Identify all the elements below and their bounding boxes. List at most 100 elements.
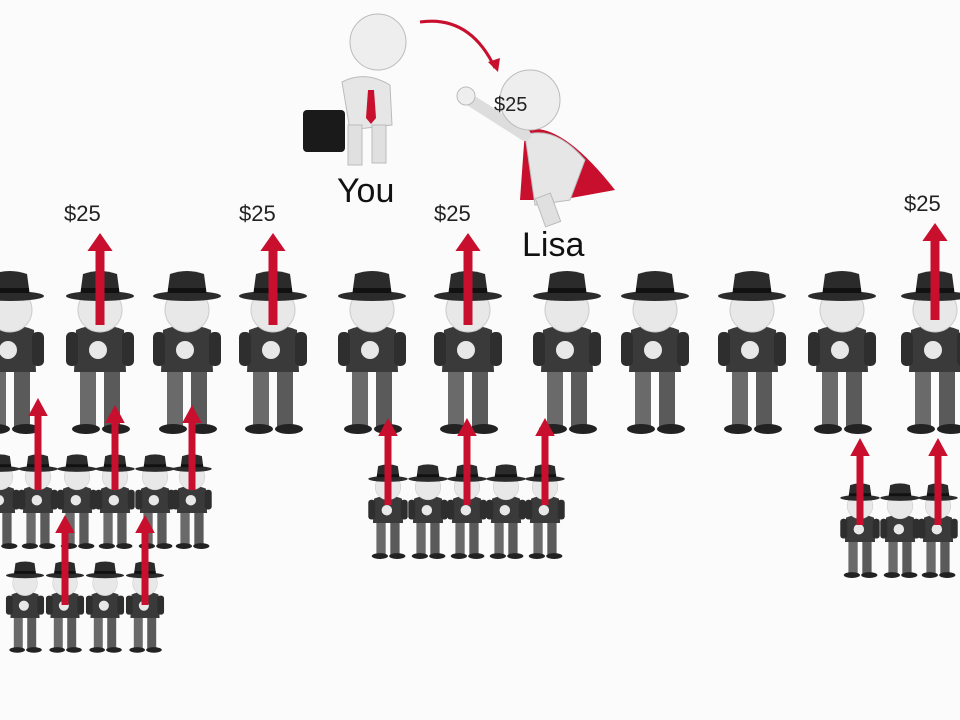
arm	[18, 489, 26, 510]
leg	[103, 510, 113, 545]
arm	[557, 499, 565, 520]
shoe	[657, 424, 685, 434]
leg	[846, 367, 862, 427]
hat-band	[94, 570, 116, 574]
leg	[376, 367, 392, 427]
arm	[122, 332, 134, 366]
hat-band	[143, 464, 167, 468]
red-arrow-shaft	[61, 529, 69, 605]
you-figure	[303, 13, 407, 166]
gangster-figure	[135, 454, 175, 549]
shoe	[939, 572, 956, 578]
arm	[957, 332, 960, 366]
shoe	[450, 553, 467, 559]
red-arrow-shaft	[934, 452, 942, 525]
red-arrow-head	[260, 233, 286, 251]
gangster-figure	[840, 483, 880, 578]
arm	[589, 332, 601, 366]
arm	[479, 499, 487, 520]
arm	[901, 332, 913, 366]
payment-amount: $25	[904, 191, 941, 216]
hands	[421, 505, 433, 516]
shoe	[146, 647, 162, 653]
arm	[5, 595, 13, 615]
leg	[80, 367, 96, 427]
hands	[556, 341, 574, 359]
arm	[50, 489, 58, 510]
arm	[85, 595, 93, 615]
shoe	[883, 572, 900, 578]
leg	[117, 510, 127, 545]
red-arrow-head	[135, 515, 155, 533]
arm	[157, 595, 165, 615]
shoe	[546, 553, 563, 559]
hat-band	[65, 464, 89, 468]
red-arrow-head	[87, 233, 113, 251]
red-arrow-head	[378, 418, 398, 436]
arm	[880, 518, 888, 539]
hands	[98, 600, 109, 611]
hands	[741, 341, 759, 359]
shoe	[189, 424, 217, 434]
hands	[361, 341, 379, 359]
shoe	[21, 543, 38, 549]
arm	[718, 332, 730, 366]
hat-band	[494, 474, 518, 478]
hands	[0, 341, 17, 359]
leg	[27, 615, 37, 649]
shoe	[470, 424, 498, 434]
red-arrow-head	[922, 223, 948, 241]
red-arrow-head	[928, 438, 948, 456]
gangster-figure	[533, 271, 601, 434]
leg	[659, 367, 675, 427]
arm	[89, 489, 97, 510]
arm	[239, 332, 251, 366]
arm	[135, 489, 143, 510]
leg	[376, 520, 386, 555]
curved-arrow	[419, 19, 497, 69]
leg	[67, 615, 77, 649]
arm	[12, 489, 20, 510]
shoe	[9, 647, 25, 653]
shoe	[921, 572, 938, 578]
hat-band	[0, 288, 29, 293]
hands	[893, 524, 905, 535]
gangster-figure	[880, 483, 920, 578]
hands	[460, 505, 472, 516]
gangster-figure	[434, 271, 502, 434]
leg	[40, 510, 50, 545]
leg	[0, 367, 6, 427]
arm	[209, 332, 221, 366]
lisa-label: Lisa	[522, 226, 585, 264]
arm	[338, 332, 350, 366]
hat-band	[14, 570, 36, 574]
hands	[18, 600, 29, 611]
arm	[525, 499, 533, 520]
shoe	[72, 424, 100, 434]
arm	[621, 332, 633, 366]
hands	[89, 341, 107, 359]
shoe	[193, 543, 210, 549]
shoe	[489, 553, 506, 559]
payment-amount: $25	[64, 201, 101, 226]
arm	[32, 332, 44, 366]
leg	[2, 510, 12, 545]
red-arrow-shaft	[463, 247, 473, 325]
leg	[13, 615, 23, 649]
red-arrow-shaft	[463, 432, 471, 505]
shoe	[116, 543, 133, 549]
leg	[93, 615, 103, 649]
leg	[107, 615, 117, 649]
arm	[490, 332, 502, 366]
gangster-figure	[85, 561, 125, 653]
red-arrow-shaft	[541, 432, 549, 505]
leg	[862, 539, 872, 574]
gangster-figure	[408, 464, 448, 559]
raised-arm	[464, 94, 531, 141]
arm	[447, 499, 455, 520]
arm	[127, 489, 135, 510]
arm	[440, 499, 448, 520]
hat-band	[636, 288, 674, 293]
arm	[368, 499, 376, 520]
leg	[347, 124, 363, 166]
